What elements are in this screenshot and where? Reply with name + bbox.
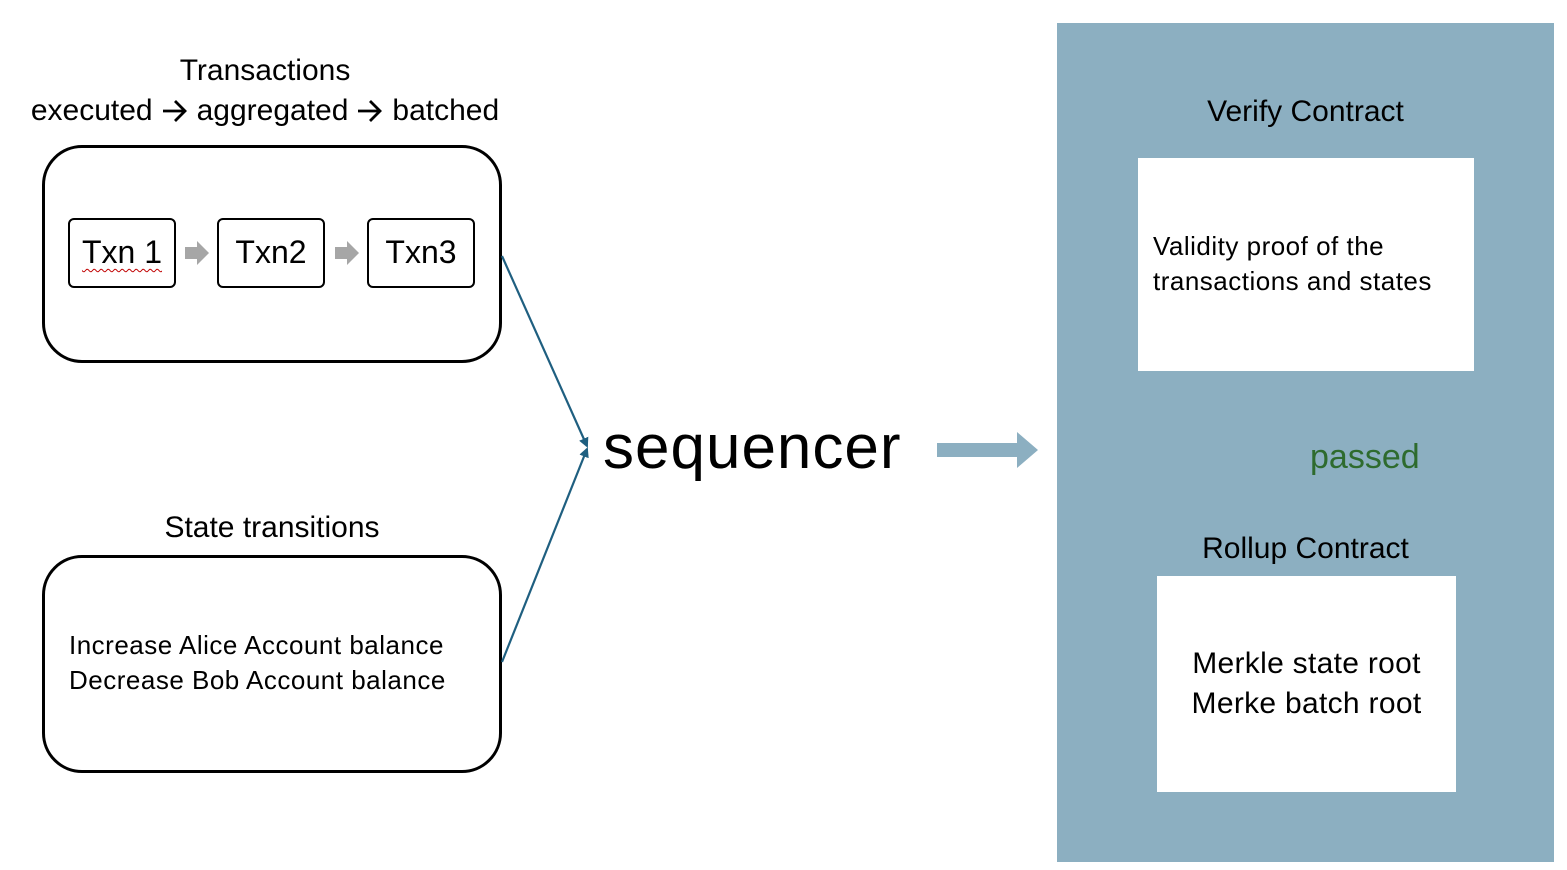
validity-line-1: Validity proof of the [1153, 231, 1385, 261]
right-arrow-icon [162, 99, 187, 122]
step-aggregated: aggregated [196, 94, 349, 127]
transactions-title: Transactions [179, 54, 351, 87]
txn-arrow-icon [185, 241, 209, 265]
verify-contract-title: Verify Contract [1207, 95, 1404, 128]
step-batched: batched [392, 94, 500, 127]
state-line-bob: Decrease Bob Account balance [69, 665, 446, 695]
transaction-flow-label: executed aggregated batched [0, 90, 530, 131]
validity-line-2: transactions and states [1153, 266, 1432, 296]
txn-2-label: Txn2 [235, 234, 307, 270]
sequencer-label: sequencer [603, 413, 902, 482]
state-transitions-box [42, 555, 502, 773]
txn-2-box: Txn2 [217, 218, 325, 288]
txn-1-label: Txn 1 [81, 234, 163, 270]
state-connector [500, 447, 589, 663]
block-arrow-icon [937, 432, 1038, 468]
merkle-state-root: Merkle state root [1192, 647, 1421, 680]
state-transitions-title: State transitions [164, 511, 380, 544]
state-line-alice: Increase Alice Account balance [69, 630, 444, 660]
rollup-contract-box: Merkle state root Merke batch root [1157, 576, 1456, 792]
txn-arrow-icon [335, 241, 359, 265]
transactions-connector [500, 255, 589, 448]
verify-contract-box: Validity proof of the transactions and s… [1138, 158, 1474, 371]
step-executed: executed [30, 94, 153, 127]
txn-1-box: Txn 1 [68, 218, 176, 288]
rollup-contract-title: Rollup Contract [1202, 532, 1409, 565]
merkle-batch-root: Merke batch root [1191, 687, 1422, 720]
txn-3-box: Txn3 [367, 218, 475, 288]
txn-3-label: Txn3 [385, 234, 457, 270]
right-arrow-icon [358, 99, 383, 122]
passed-label: passed [1310, 438, 1420, 476]
